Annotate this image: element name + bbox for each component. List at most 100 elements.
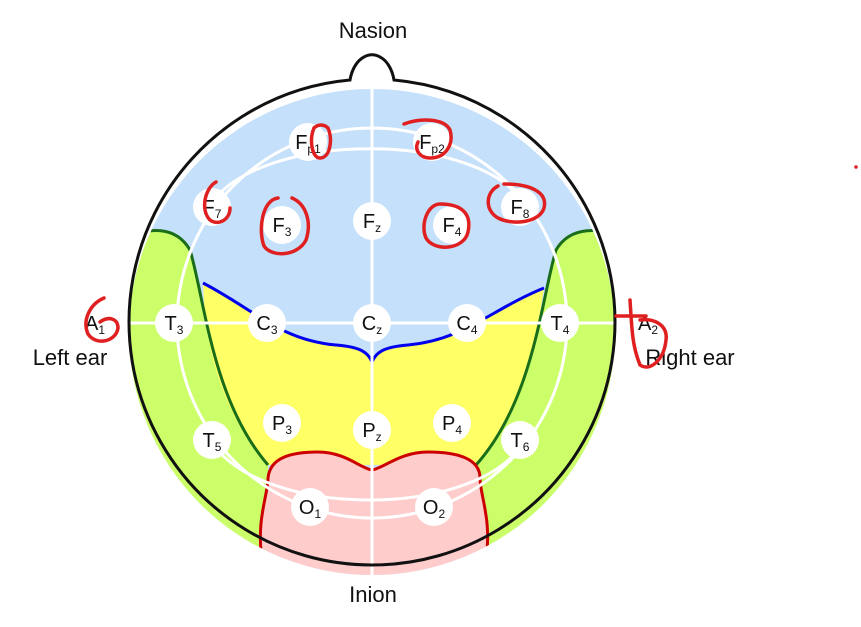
annotation-fp2-mark (402, 118, 453, 160)
annotation-dot (854, 165, 858, 169)
electrode-label: F3 (273, 215, 292, 239)
electrode-subscript: 3 (177, 323, 184, 337)
grid-arc-front (208, 147, 527, 206)
electrode-letter: C (256, 313, 270, 335)
electrode-letter: P (442, 413, 455, 435)
electrode-t3: T3 (155, 304, 193, 342)
annotation-f8-mark (486, 182, 547, 224)
electrode-pz: Pz (353, 411, 391, 449)
electrode-letter: P (272, 413, 285, 435)
electrode-subscript: z (375, 221, 381, 235)
electrode-letter: F (443, 215, 455, 237)
electrode-c4: C4 (448, 304, 486, 342)
annotation-f7-mark (202, 180, 232, 225)
electrode-label: Pz (362, 420, 381, 444)
electrode-o2: O2 (415, 488, 453, 526)
electrode-marker (353, 411, 391, 449)
annotation-a2-mark (614, 298, 668, 369)
electrode-marker (433, 404, 471, 442)
electrode-fp2: Fp2 (413, 123, 451, 161)
electrode-o1: O1 (291, 488, 329, 526)
electrode-letter: T (551, 313, 563, 335)
electrode-f4: F4 (433, 206, 471, 244)
electrode-subscript: 3 (285, 423, 292, 437)
inion-label: Inion (349, 582, 397, 607)
head-outline (127, 53, 617, 567)
electrode-subscript: 4 (471, 323, 478, 337)
electrode-subscript: 5 (215, 440, 222, 454)
electrode-letter: C (456, 313, 470, 335)
electrode-marker (193, 421, 231, 459)
electrode-label: O2 (423, 497, 446, 521)
electrode-letter: T (511, 430, 523, 452)
red-annotations (84, 118, 858, 369)
electrode-subscript: z (376, 430, 382, 444)
electrode-subscript: 4 (455, 225, 462, 239)
electrode-subscript: 7 (215, 207, 222, 221)
electrode-a1: A1 (85, 313, 105, 337)
electrode-label: T5 (203, 430, 222, 454)
electrode-subscript: 3 (285, 225, 292, 239)
electrode-label: T6 (511, 430, 530, 454)
electrode-marker (448, 304, 486, 342)
electrode-label: T4 (551, 313, 570, 337)
electrode-subscript: 2 (651, 323, 658, 337)
nasion-label: Nasion (339, 18, 407, 43)
annotation-fp1-mark (309, 123, 333, 160)
electrode-label: F4 (443, 215, 462, 239)
electrode-t4: T4 (541, 304, 579, 342)
electrode-letter: C (362, 313, 376, 335)
electrode-t5: T5 (193, 421, 231, 459)
electrode-label: F8 (511, 197, 530, 221)
electrode-subscript: 2 (438, 507, 445, 521)
electrode-letter: F (511, 197, 523, 219)
electrode-label: O1 (299, 497, 322, 521)
electrode-label: C4 (456, 313, 477, 337)
annotation-f4-mark (422, 202, 471, 249)
electrode-label: P3 (272, 413, 292, 437)
annotation-a1-mark (84, 296, 120, 343)
electrode-marker (353, 202, 391, 240)
electrode-cz: Cz (353, 304, 391, 342)
electrode-marker (501, 188, 539, 226)
electrode-subscript: 3 (271, 323, 278, 337)
electrode-label: C3 (256, 313, 277, 337)
electrode-label: Fp2 (419, 132, 445, 156)
electrode-marker (248, 304, 286, 342)
electrode-letter: F (273, 215, 285, 237)
electrode-fp1: Fp1 (289, 123, 327, 161)
electrode-subscript: 6 (523, 440, 530, 454)
electrode-subscript: z (376, 323, 382, 337)
electrode-label: T3 (165, 313, 184, 337)
electrode-letter: O (299, 497, 315, 519)
electrode-label: Fz (363, 211, 381, 235)
electrode-label: Cz (362, 313, 382, 337)
electrode-letter: O (423, 497, 439, 519)
electrode-marker (155, 304, 193, 342)
electrode-p4: P4 (433, 404, 471, 442)
electrode-marker (413, 123, 451, 161)
electrode-marker (501, 421, 539, 459)
electrode-marker (263, 206, 301, 244)
electrode-label: P4 (442, 413, 462, 437)
electrode-letter: F (295, 132, 307, 154)
electrode-subscript: p2 (431, 142, 445, 156)
electrode-marker (415, 488, 453, 526)
electrode-letter: A (85, 313, 99, 335)
electrode-marker (291, 488, 329, 526)
left-temporal-border (129, 229, 270, 466)
electrode-label: A1 (85, 313, 105, 337)
electrode-marker (193, 188, 231, 226)
electrode-subscript: 1 (314, 507, 321, 521)
electrode-marker (541, 304, 579, 342)
electrode-letter: F (363, 211, 375, 233)
electrode-marker (353, 304, 391, 342)
electrode-c3: C3 (248, 304, 286, 342)
left-ear-label: Left ear (33, 345, 108, 370)
electrode-fz: Fz (353, 202, 391, 240)
electrode-subscript: 1 (98, 323, 105, 337)
grid-arc-back (208, 439, 527, 502)
electrode-p3: P3 (263, 404, 301, 442)
